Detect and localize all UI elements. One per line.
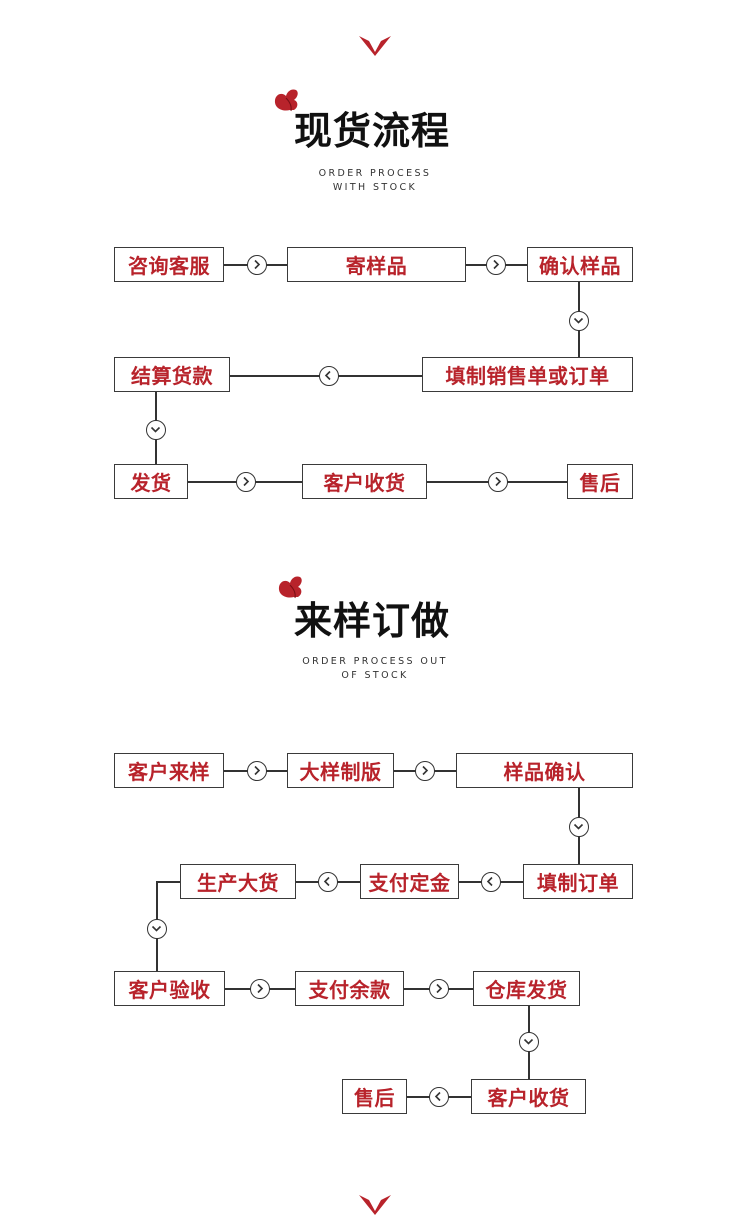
circle-arrow-icon xyxy=(318,872,338,892)
step-settle-payment: 结算货款 xyxy=(114,357,230,392)
circle-arrow-icon xyxy=(488,472,508,492)
step-balance-payment: 支付余款 xyxy=(295,971,404,1006)
circle-arrow-icon xyxy=(319,366,339,386)
connector xyxy=(156,881,180,883)
section-subtitle-custom-line1: ORDER PROCESS OUT xyxy=(302,656,448,667)
section-subtitle-custom-line2: OF STOCK xyxy=(341,670,409,681)
circle-arrow-icon xyxy=(247,255,267,275)
step-send-sample: 寄样品 xyxy=(287,247,466,282)
circle-arrow-icon xyxy=(569,817,589,837)
step-mass-production: 生产大货 xyxy=(180,864,296,899)
step-confirm-sample: 确认样品 xyxy=(527,247,633,282)
circle-arrow-icon xyxy=(519,1032,539,1052)
circle-arrow-icon xyxy=(429,1087,449,1107)
step-customer-receive: 客户收货 xyxy=(471,1079,586,1114)
step-deposit: 支付定金 xyxy=(360,864,459,899)
step-after-sales-2: 售后 xyxy=(342,1079,407,1114)
circle-arrow-icon xyxy=(415,761,435,781)
step-fill-order-2: 填制订单 xyxy=(523,864,633,899)
chevron-down-red-icon xyxy=(359,1195,391,1215)
circle-arrow-icon xyxy=(250,979,270,999)
step-sample-confirm: 样品确认 xyxy=(456,753,633,788)
circle-arrow-icon xyxy=(481,872,501,892)
butterfly-icon xyxy=(274,89,298,112)
step-customer-sample: 客户来样 xyxy=(114,753,224,788)
step-ship: 发货 xyxy=(114,464,188,499)
circle-arrow-icon xyxy=(236,472,256,492)
circle-arrow-icon xyxy=(146,420,166,440)
step-fill-order: 填制销售单或订单 xyxy=(422,357,633,392)
step-consult: 咨询客服 xyxy=(114,247,224,282)
circle-arrow-icon xyxy=(569,311,589,331)
section-subtitle-stock-line1: ORDER PROCESS xyxy=(318,168,432,179)
step-inspection: 客户验收 xyxy=(114,971,225,1006)
section-title-custom: 来样订做 xyxy=(294,598,451,643)
circle-arrow-icon xyxy=(247,761,267,781)
step-after-sales: 售后 xyxy=(567,464,633,499)
butterfly-icon xyxy=(278,576,302,599)
step-warehouse-ship: 仓库发货 xyxy=(473,971,580,1006)
circle-arrow-icon xyxy=(486,255,506,275)
circle-arrow-icon xyxy=(147,919,167,939)
circle-arrow-icon xyxy=(429,979,449,999)
section-subtitle-stock-line2: WITH STOCK xyxy=(332,182,418,193)
step-sample-pattern: 大样制版 xyxy=(287,753,394,788)
step-receive: 客户收货 xyxy=(302,464,427,499)
chevron-down-red-icon xyxy=(359,36,391,56)
section-title-stock: 现货流程 xyxy=(294,108,451,153)
